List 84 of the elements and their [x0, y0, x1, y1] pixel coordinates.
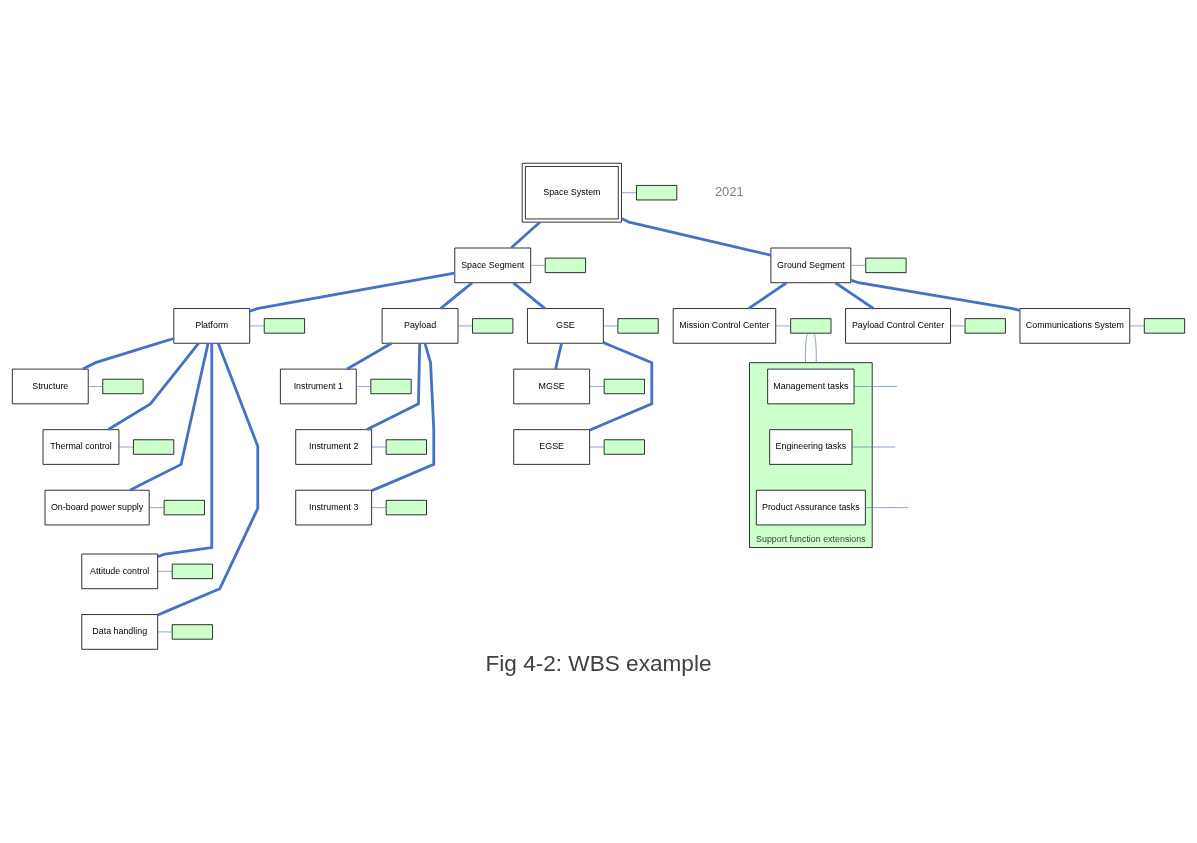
connector	[554, 342, 563, 369]
connector	[950, 325, 966, 326]
node-box: Data handling	[81, 613, 159, 650]
node-box: On-board power supply	[44, 489, 150, 525]
node-box: Payload	[381, 307, 459, 344]
connector	[88, 385, 104, 387]
node-box: Platform	[173, 307, 251, 344]
connector	[346, 341, 393, 370]
connector	[457, 325, 473, 326]
node-box	[263, 317, 305, 334]
node-box	[617, 317, 659, 334]
connector	[850, 278, 1021, 312]
node-box	[790, 317, 832, 334]
connector	[371, 342, 436, 492]
node-box	[865, 257, 907, 273]
connector	[157, 342, 214, 558]
node-box: Engineering tasks	[769, 428, 853, 465]
connector	[439, 281, 473, 310]
connector	[834, 281, 875, 310]
node-box: Management tasks	[767, 368, 855, 404]
node-box	[171, 563, 213, 579]
connector	[249, 271, 455, 313]
node-box	[472, 317, 514, 334]
connector	[366, 342, 422, 431]
node-box: Product Assurance tasks	[755, 489, 866, 525]
node-box	[603, 438, 645, 455]
connector	[356, 385, 372, 387]
node-box	[163, 499, 205, 515]
node-box: Payload Control Center	[845, 307, 951, 344]
connector	[371, 446, 387, 447]
connector	[589, 446, 605, 447]
node-box	[544, 257, 586, 273]
node-box: Attitude control	[81, 553, 159, 589]
connector	[621, 216, 772, 257]
node-box	[133, 438, 175, 455]
node-box	[603, 378, 645, 394]
node-box: Instrument 3	[295, 489, 373, 525]
connector	[775, 325, 791, 326]
connector	[129, 342, 210, 491]
node-box: EGSE	[513, 428, 591, 465]
connector	[371, 506, 387, 508]
node-box: MGSE	[513, 368, 591, 404]
node-box	[636, 184, 678, 200]
connector	[814, 332, 817, 363]
node-box: Ground Segment	[770, 247, 852, 283]
node-box: Space Segment	[454, 247, 532, 283]
node-box	[1143, 317, 1186, 334]
caption: Fig 4-2: WBS example	[485, 650, 712, 676]
node-box: Thermal control	[42, 428, 120, 465]
connector	[249, 325, 265, 326]
connector	[512, 281, 546, 310]
connector	[854, 385, 898, 387]
node-box: Instrument 2	[295, 428, 373, 465]
connector	[851, 446, 896, 447]
node-box: Structure	[11, 368, 89, 404]
node-box	[370, 378, 412, 394]
connector	[157, 570, 173, 572]
connector	[157, 631, 173, 632]
connector	[850, 264, 867, 266]
connector	[1129, 325, 1145, 326]
connector	[589, 340, 654, 431]
connector	[805, 332, 808, 363]
node-box	[385, 499, 427, 515]
connector	[510, 220, 541, 249]
node-box	[964, 317, 1006, 334]
node-box: Communications System	[1019, 307, 1131, 344]
node-box: Mission Control Center	[672, 307, 777, 344]
connector	[107, 342, 200, 431]
connector	[118, 446, 134, 447]
connector	[589, 385, 605, 387]
connector	[621, 191, 637, 193]
connector	[748, 281, 788, 310]
connector	[865, 506, 909, 508]
connector	[82, 336, 175, 370]
label: 2021	[714, 183, 744, 199]
node-box	[385, 438, 427, 455]
connector	[149, 506, 165, 508]
connector	[603, 325, 619, 326]
node-box: GSE	[527, 307, 604, 344]
connector	[530, 264, 546, 266]
connector	[157, 342, 260, 616]
node-box	[102, 378, 144, 394]
node-box: Instrument 1	[280, 368, 357, 404]
node-box	[171, 623, 213, 640]
